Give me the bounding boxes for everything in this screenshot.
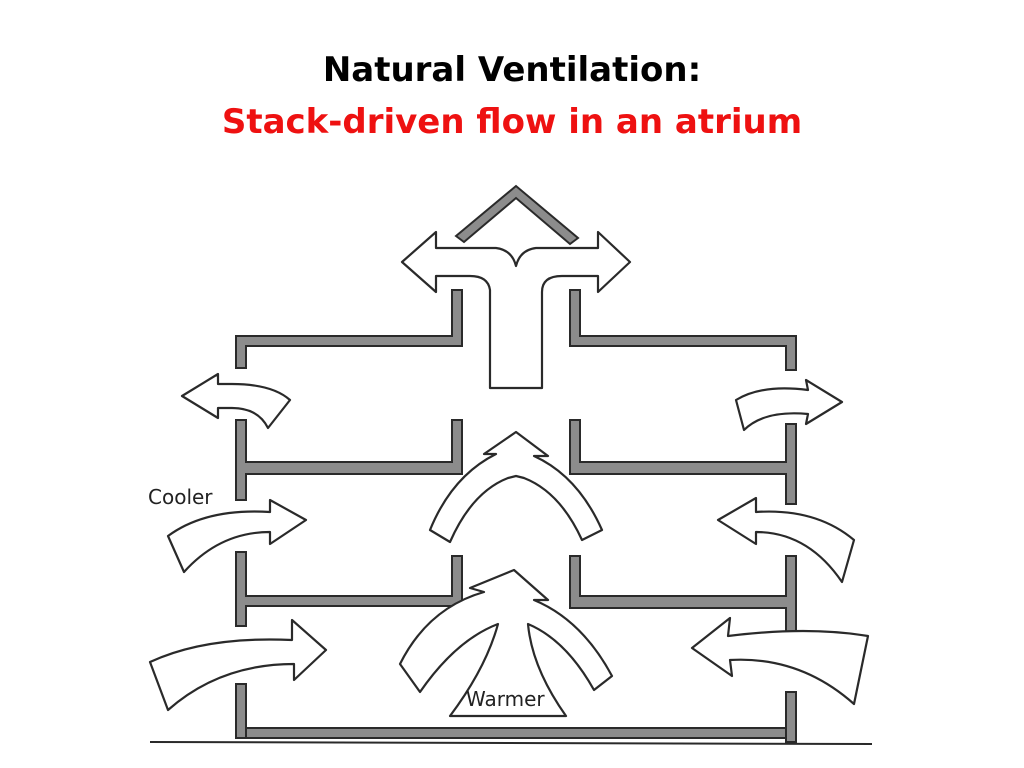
right-exhaust-arrow <box>734 378 844 432</box>
right-lower-floor <box>569 555 797 639</box>
cooler-label: Cooler <box>148 485 213 509</box>
left-lower-intake-arrow <box>148 618 328 712</box>
roof-cap <box>454 184 580 246</box>
left-lower-floor <box>235 551 463 627</box>
slide-title: Natural Ventilation: Stack-driven flow i… <box>0 44 1024 148</box>
left-middle-intake-arrow <box>166 498 308 574</box>
right-lower-intake-arrow <box>690 616 870 706</box>
warmer-label: Warmer <box>466 687 545 711</box>
ground-slab <box>235 727 793 739</box>
title-heading: Natural Ventilation: <box>322 50 702 90</box>
right-upper-floor <box>569 419 797 505</box>
lower-rising-arrow <box>398 568 614 718</box>
left-ground-wall <box>235 683 247 739</box>
right-roof <box>569 289 797 371</box>
upper-rising-arrow <box>428 430 604 544</box>
left-roof <box>235 289 463 369</box>
left-upper-floor <box>235 419 463 501</box>
right-middle-intake-arrow <box>716 496 856 584</box>
exhaust-t-arrow <box>400 230 632 390</box>
left-exhaust-arrow <box>180 372 292 430</box>
right-ground-wall <box>785 691 797 743</box>
ground-line <box>149 741 873 745</box>
title-subheading: Stack-driven flow in an atrium <box>221 102 803 142</box>
